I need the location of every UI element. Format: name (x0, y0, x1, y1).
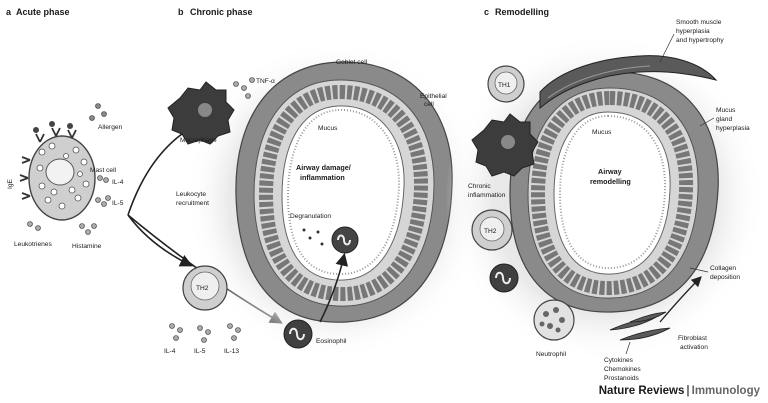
tnf-label: TNF-α (256, 78, 275, 85)
mucus-gland-label-1: Mucus (716, 107, 736, 114)
mast-cell-icon (20, 121, 95, 220)
cytokines-label: Cytokines (604, 357, 634, 364)
leukocyte-recruitment-label-1: Leukocyte (176, 191, 206, 198)
th2-label-c: TH2 (484, 228, 497, 235)
ige-label: IgE (7, 179, 14, 189)
mast-cell-label: Mast cell (90, 167, 117, 174)
leukocyte-recruitment-label-2: recruitment (176, 200, 209, 207)
leukotrienes-label: Leukotrienes (14, 241, 52, 248)
eosinophil-c-icon (490, 264, 518, 292)
panel-a-title: Acute phase (16, 7, 70, 17)
airway-remodelling-label-2: remodelling (590, 177, 631, 186)
epithelial-cell-label-2: cell (424, 101, 434, 108)
airway-damage-label-1: Airway damage/ (296, 163, 351, 172)
fibroblast-label-1: Fibroblast (678, 335, 707, 342)
eosinophil-label: Eosinophil (316, 338, 347, 345)
collagen-label-1: Collagen (710, 265, 736, 272)
panel-b-title: Chronic phase (190, 7, 253, 17)
fibroblast-label-2: activation (680, 344, 708, 351)
goblet-cell-label: Goblet cell (336, 59, 368, 66)
panel-b: b Chronic phase Goblet cell Epithelial c… (164, 7, 485, 360)
mucus-gland-label-2: gland (716, 116, 732, 123)
degranulation-label: Degranulation (290, 213, 331, 220)
chronic-inflammation-label-2: inflammation (468, 192, 506, 199)
macrophage-label: Macrophage (180, 137, 217, 144)
th1-label: TH1 (498, 82, 511, 89)
mucus-gland-label-3: hyperplasia (716, 125, 750, 132)
epithelial-cell-label-1: Epithelial (420, 93, 447, 100)
airway-damage-label-2: inflammation (300, 173, 345, 182)
airway-remodelling-label-1: Airway (598, 167, 622, 176)
il5-label-b: IL-5 (194, 348, 206, 355)
panel-c: c Remodelling Smooth muscle hyperplasia … (445, 7, 765, 382)
collagen-label-2: deposition (710, 274, 740, 281)
journal-subject: Immunology (692, 385, 760, 397)
journal-separator: | (686, 385, 689, 397)
il4-label-b: IL-4 (164, 348, 176, 355)
il13-label-b: IL-13 (224, 348, 239, 355)
panel-a-letter: a (6, 7, 12, 17)
mucus-label-c: Mucus (592, 129, 612, 136)
allergen-label: Allergen (98, 124, 123, 131)
panel-c-title: Remodelling (495, 7, 549, 17)
panel-c-letter: c (484, 7, 489, 17)
journal-name: Nature Reviews (599, 385, 685, 397)
chemokines-label: Chemokines (604, 366, 641, 373)
journal-credit: Nature Reviews|Immunology (599, 385, 760, 397)
neutrophil-label: Neutrophil (536, 351, 567, 358)
panel-b-letter: b (178, 7, 184, 17)
neutrophil-icon (534, 300, 574, 340)
histamine-label: Histamine (72, 243, 102, 250)
smooth-muscle-label-2: hyperplasia (676, 28, 710, 35)
il4-label-a: IL-4 (112, 179, 124, 186)
airway-c-icon (510, 72, 718, 312)
airway-b-icon (236, 62, 452, 322)
th2-label-b: TH2 (196, 285, 209, 292)
allergen-molecule-icon (90, 104, 107, 121)
chronic-inflammation-label-1: Chronic (468, 183, 491, 190)
smooth-muscle-label-3: and hypertrophy (676, 37, 724, 44)
mucus-label-b: Mucus (318, 125, 338, 132)
smooth-muscle-label-1: Smooth muscle (676, 19, 722, 26)
prostanoids-label: Prostanoids (604, 375, 640, 382)
eosinophil-icon (284, 320, 312, 348)
il5-label-a: IL-5 (112, 200, 124, 207)
